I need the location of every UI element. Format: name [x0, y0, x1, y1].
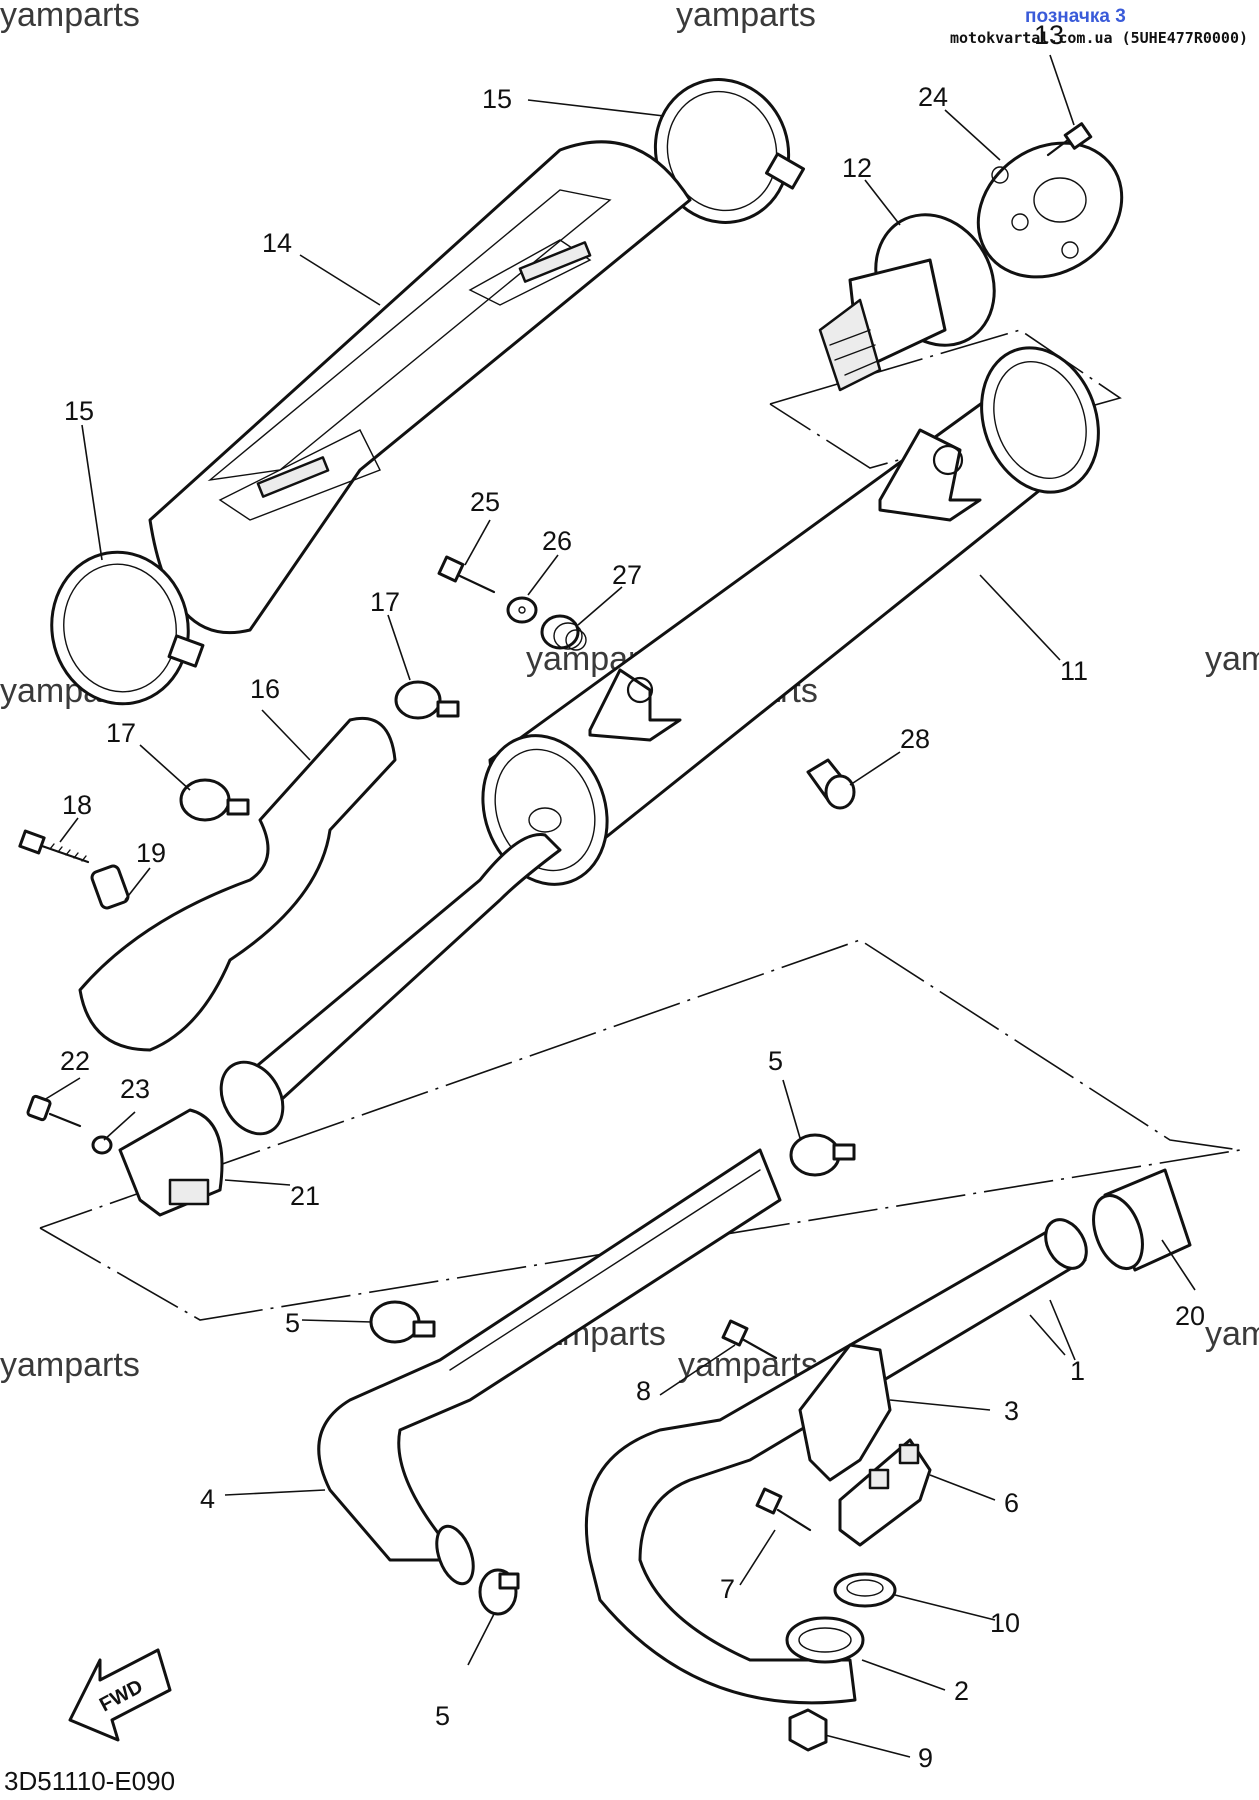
callout-6: 6	[1004, 1488, 1019, 1518]
callout-26: 26	[542, 526, 572, 556]
callout-3: 3	[1004, 1396, 1019, 1426]
pipe-protector-4	[317, 1148, 782, 1586]
clamp-5-left	[369, 1300, 436, 1344]
callout-20: 20	[1175, 1301, 1205, 1331]
bolt-18	[18, 829, 90, 864]
washer-26	[506, 596, 538, 624]
watermark: yamparts	[1205, 640, 1259, 678]
watermark: yamparts	[676, 0, 816, 34]
callout-1: 1	[1070, 1356, 1085, 1386]
exhaust-pipe-16	[78, 716, 562, 1136]
callout-21: 21	[290, 1181, 320, 1211]
exhaust-pipe-1	[584, 1218, 1088, 1705]
callout-15-lower: 15	[64, 396, 94, 426]
callout-5-left: 5	[285, 1308, 300, 1338]
end-cap-24	[976, 141, 1124, 279]
bookmark-label: позначка 3	[1025, 6, 1126, 27]
callout-15-upper: 15	[482, 84, 512, 114]
clamp-5-top	[789, 1133, 856, 1177]
callout-13: 13	[1034, 20, 1064, 50]
callout-27: 27	[612, 560, 642, 590]
leader-lines	[43, 54, 1196, 1758]
callout-2: 2	[954, 1676, 969, 1706]
bolt-13	[1046, 122, 1093, 157]
callout-7: 7	[720, 1574, 735, 1604]
callout-18: 18	[62, 790, 92, 820]
bracket-3	[798, 1343, 892, 1482]
callout-14: 14	[262, 228, 292, 258]
bolt-25	[437, 555, 496, 594]
muffler-11	[481, 346, 1100, 886]
clamp-5-bottom	[478, 1568, 520, 1616]
bolt-8	[721, 1319, 778, 1360]
spark-arrester-12	[818, 213, 996, 392]
bolt-7	[755, 1487, 812, 1532]
callout-5-bottom: 5	[435, 1701, 450, 1731]
clamp-17-upper	[394, 680, 460, 720]
band-15-lower	[50, 550, 205, 706]
site-reference: motokvartal.com.ua (5UHE477R0000)	[950, 29, 1248, 47]
flange-2	[785, 1616, 865, 1664]
callout-9: 9	[918, 1743, 933, 1773]
nut-9	[788, 1708, 828, 1752]
grommet-27	[540, 614, 587, 651]
diagram-code: 3D51110-E090	[4, 1766, 175, 1796]
callout-12: 12	[842, 153, 872, 183]
callout-28: 28	[900, 724, 930, 754]
assembly-boundaries	[39, 329, 1241, 1321]
watermark: yamparts	[0, 1346, 140, 1384]
callout-22: 22	[60, 1046, 90, 1076]
washer-23	[91, 1135, 113, 1155]
callout-19: 19	[136, 838, 166, 868]
callout-16: 16	[250, 674, 280, 704]
watermark: yamparts	[0, 0, 140, 34]
callout-numbers: 15 14 15 13 24 12 11 25 26 27 17 16 28 1…	[60, 20, 1205, 1773]
gasket-20	[1092, 1168, 1192, 1272]
watermark: yamparts	[1205, 1315, 1259, 1353]
callout-8: 8	[636, 1376, 651, 1406]
callout-10: 10	[990, 1608, 1020, 1638]
callout-4: 4	[200, 1484, 215, 1514]
callout-11: 11	[1060, 656, 1088, 686]
collar-28	[806, 758, 856, 810]
fwd-arrow-icon: FWD	[68, 1648, 172, 1742]
clamp-17-lower	[179, 778, 250, 822]
heat-protector-14	[148, 140, 692, 635]
gasket-10	[833, 1572, 897, 1608]
callout-23: 23	[120, 1074, 150, 1104]
band-15-upper	[653, 78, 805, 224]
collar-19	[90, 864, 130, 910]
callout-25: 25	[470, 487, 500, 517]
callout-24: 24	[918, 82, 948, 112]
callout-5-top: 5	[768, 1046, 783, 1076]
lower-assembly-boundary	[39, 939, 1241, 1321]
callout-17-lower: 17	[106, 718, 136, 748]
callout-17-upper: 17	[370, 587, 400, 617]
joint-clamp-21	[118, 1108, 224, 1217]
bolt-22	[26, 1094, 82, 1128]
silencer-insert-boundary	[769, 329, 1122, 469]
clamp-plate-6	[838, 1438, 932, 1547]
